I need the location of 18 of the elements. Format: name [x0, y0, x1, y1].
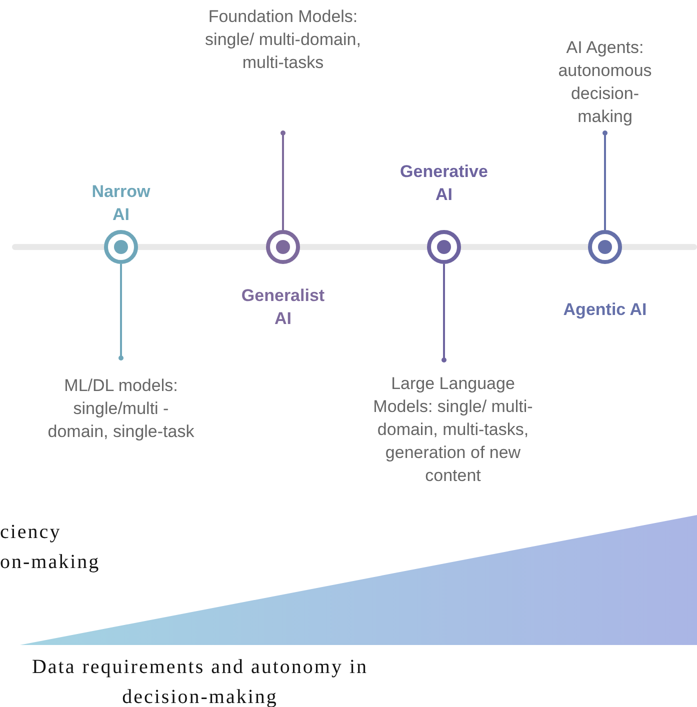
leader-line	[280, 130, 286, 230]
description-text: Large Language Models: single/ multi-domain, multi-tasks, generation of new content	[363, 372, 543, 487]
stage-name: Narrow AI	[90, 181, 152, 226]
stage-name: Generative AI	[399, 161, 489, 206]
axis-label: ciency on-making	[0, 520, 102, 575]
leader-line	[442, 264, 446, 362]
description-text: Foundation Models: single/ multi-domain, multi-tasks	[203, 5, 363, 74]
description-text: AI Agents: autonomous decision-making	[555, 36, 655, 128]
stage-name: Agentic AI	[562, 299, 648, 321]
leader-line	[118, 264, 124, 360]
stage-name: Generalist AI	[240, 285, 326, 330]
milestone-marker	[427, 230, 461, 264]
milestone-marker	[266, 230, 300, 264]
milestone-marker	[104, 230, 138, 264]
axis-label: Data requirements and autonomy in decision-making	[30, 655, 370, 707]
description-text: ML/DL models: single/multi - domain, single-task	[46, 374, 196, 443]
leader-line	[602, 130, 608, 230]
milestone-marker	[588, 230, 622, 264]
